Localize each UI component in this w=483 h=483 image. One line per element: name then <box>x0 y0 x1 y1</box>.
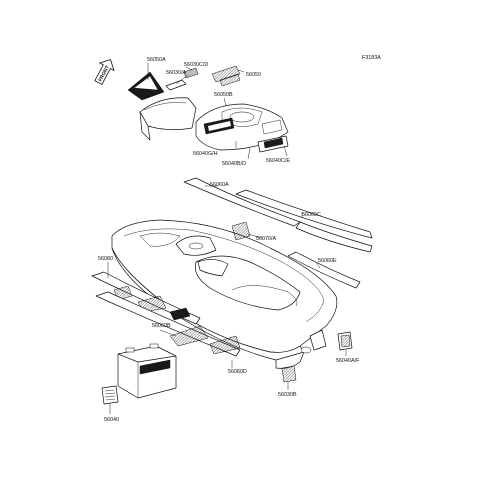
label-56040bd: 56040B/D <box>222 161 246 167</box>
rear-console <box>195 103 289 151</box>
decal-56050 <box>211 65 241 87</box>
label-56060b: 56060B <box>152 323 171 329</box>
stripe-56060b <box>95 291 241 357</box>
decal-56040af <box>337 331 353 351</box>
label-56080: 56080 <box>98 256 113 262</box>
decal-56030b <box>281 365 297 383</box>
label-56040: 56040 <box>104 417 119 423</box>
label-56060d: 56060D <box>228 369 247 375</box>
label-56050b: 56050B <box>214 92 233 98</box>
decal-56070a <box>231 221 251 241</box>
diagram-code: F3183A <box>362 55 381 61</box>
label-56060e: 56060E <box>318 258 337 264</box>
label-56050: 56050 <box>246 72 261 78</box>
decal-56050a <box>127 71 165 101</box>
label-56070a: 56070/A <box>256 236 276 242</box>
hatch-cover <box>139 97 197 141</box>
stripe-56080 <box>91 271 201 325</box>
label-56050a: 56050A <box>147 57 166 63</box>
label-56030cd: 56030C/D <box>184 62 208 68</box>
label-56060c: 56060C <box>302 212 321 218</box>
leader-lines <box>107 63 347 414</box>
label-56040gh: 56040G/H <box>193 151 218 157</box>
label-56060a: 56060A <box>210 182 229 188</box>
decal-56040ce <box>257 135 289 153</box>
label-56030b: 56030B <box>278 392 297 398</box>
battery <box>117 343 177 399</box>
stripe-56060a <box>183 177 301 227</box>
stripe-56060e <box>287 251 361 289</box>
label-56030a: 56030/A <box>166 70 186 76</box>
label-56040ce: 56040C/E <box>266 158 290 164</box>
decal-56040 <box>101 385 119 405</box>
label-56040af: 56040A/F <box>336 358 360 364</box>
decal-56030a <box>165 79 187 91</box>
front-arrow-icon: FRONT <box>94 59 115 86</box>
stripe-56060c <box>235 189 373 253</box>
